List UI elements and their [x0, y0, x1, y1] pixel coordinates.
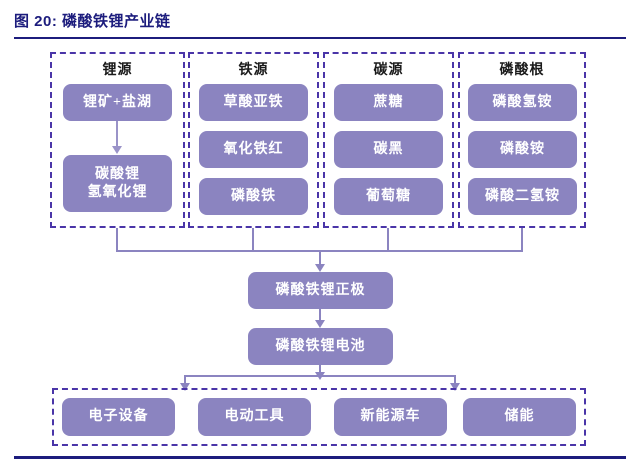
connector-drop-left-application	[184, 375, 186, 386]
node-carbon-black[interactable]: 碳黑	[334, 131, 443, 168]
bottom-divider-rule	[14, 456, 626, 459]
node-glucose[interactable]: 葡萄糖	[334, 178, 443, 215]
node-new-energy-vehicles[interactable]: 新能源车	[334, 398, 447, 436]
group-carbon-source: 碳源	[323, 52, 454, 228]
node-label: 磷酸铁锂正极	[275, 282, 366, 298]
node-label-line2: 氢氧化锂	[87, 184, 148, 200]
connector-drop-right-application	[454, 375, 456, 386]
node-lithium-ore-saltlake[interactable]: 锂矿+盐湖	[63, 84, 172, 121]
group-iron-source: 铁源	[188, 52, 319, 228]
node-sucrose[interactable]: 蔗糖	[334, 84, 443, 121]
node-ammonium-dihydrogen-phosphate[interactable]: 磷酸二氢铵	[468, 178, 577, 215]
group-lithium-source: 锂源	[50, 52, 185, 228]
node-label: 电动工具	[224, 409, 285, 425]
connector-lithium-internal	[116, 121, 118, 148]
node-label: 新能源车	[360, 409, 421, 425]
group-phosphate-source: 磷酸根	[458, 52, 586, 228]
node-label: 碳黑	[373, 141, 404, 157]
node-label: 磷酸氢铵	[492, 94, 553, 110]
arrow-left-application-icon	[180, 383, 190, 391]
node-label: 磷酸二氢铵	[485, 188, 560, 204]
connector-drop-phosphate	[521, 228, 523, 252]
node-power-tools[interactable]: 电动工具	[198, 398, 311, 436]
node-iron-oxide-red[interactable]: 氧化铁红	[199, 131, 308, 168]
node-ferrous-oxalate[interactable]: 草酸亚铁	[199, 84, 308, 121]
node-label: 磷酸铁锂电池	[275, 338, 366, 354]
node-ammonium-phosphate[interactable]: 磷酸铵	[468, 131, 577, 168]
node-lithium-carbonate-hydroxide[interactable]: 碳酸锂 氢氧化锂	[63, 155, 172, 212]
connector-cathode-to-battery	[319, 309, 321, 323]
title-divider-rule	[14, 37, 626, 39]
node-label: 草酸亚铁	[223, 94, 284, 110]
group-title-carbon-source: 碳源	[373, 63, 404, 78]
node-label: 储能	[504, 409, 535, 425]
node-iron-phosphate[interactable]: 磷酸铁	[199, 178, 308, 215]
arrow-to-battery-icon	[315, 320, 325, 328]
connector-application-bus	[184, 375, 456, 377]
connector-drop-iron	[252, 228, 254, 252]
node-label: 电子设备	[88, 409, 149, 425]
arrow-right-application-icon	[450, 383, 460, 391]
arrow-lithium-internal-icon	[112, 146, 122, 154]
node-lfp-cathode[interactable]: 磷酸铁锂正极	[248, 272, 393, 309]
node-label: 氧化铁红	[223, 141, 284, 157]
node-label: 磷酸铁	[231, 188, 276, 204]
connector-drop-lithium	[116, 228, 118, 252]
group-applications	[52, 388, 586, 446]
figure-title: 图 20: 磷酸铁锂产业链	[14, 13, 171, 30]
node-lfp-battery[interactable]: 磷酸铁锂电池	[248, 328, 393, 365]
node-label: 磷酸铵	[500, 141, 545, 157]
node-energy-storage[interactable]: 储能	[463, 398, 576, 436]
group-title-phosphate-source: 磷酸根	[499, 63, 545, 78]
node-ammonium-hydrogen-phosphate[interactable]: 磷酸氢铵	[468, 84, 577, 121]
connector-battery-down	[319, 365, 321, 377]
node-label: 锂矿+盐湖	[83, 94, 152, 110]
arrow-to-cathode-icon	[315, 264, 325, 272]
node-label-line1: 碳酸锂	[95, 167, 140, 182]
group-title-iron-source: 铁源	[238, 63, 269, 78]
group-title-lithium-source: 锂源	[102, 63, 133, 78]
connector-drop-carbon	[387, 228, 389, 252]
node-electronic-devices[interactable]: 电子设备	[62, 398, 175, 436]
node-label: 葡萄糖	[366, 188, 411, 204]
node-label: 蔗糖	[373, 94, 404, 110]
connector-bus-to-cathode	[319, 250, 321, 267]
